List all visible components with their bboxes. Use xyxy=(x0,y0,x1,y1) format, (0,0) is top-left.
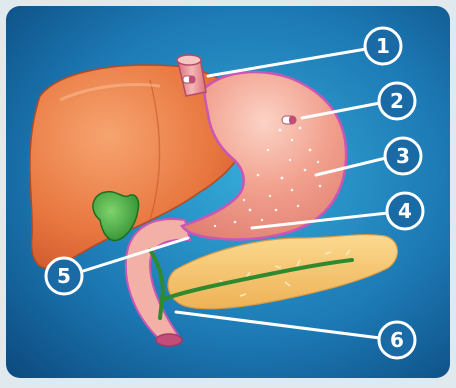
callout-number-4: 4 xyxy=(398,199,412,223)
callout-6: 6 xyxy=(379,322,415,358)
callout-number-3: 3 xyxy=(396,144,410,168)
callout-1: 1 xyxy=(365,28,401,64)
callout-4: 4 xyxy=(387,193,423,229)
callout-number-2: 2 xyxy=(390,89,404,113)
callout-3: 3 xyxy=(385,138,421,174)
callout-number-5: 5 xyxy=(57,264,71,288)
callout-5: 5 xyxy=(46,258,82,294)
callout-number-1: 1 xyxy=(376,34,390,58)
callout-2: 2 xyxy=(379,83,415,119)
callout-number-6: 6 xyxy=(390,328,404,352)
